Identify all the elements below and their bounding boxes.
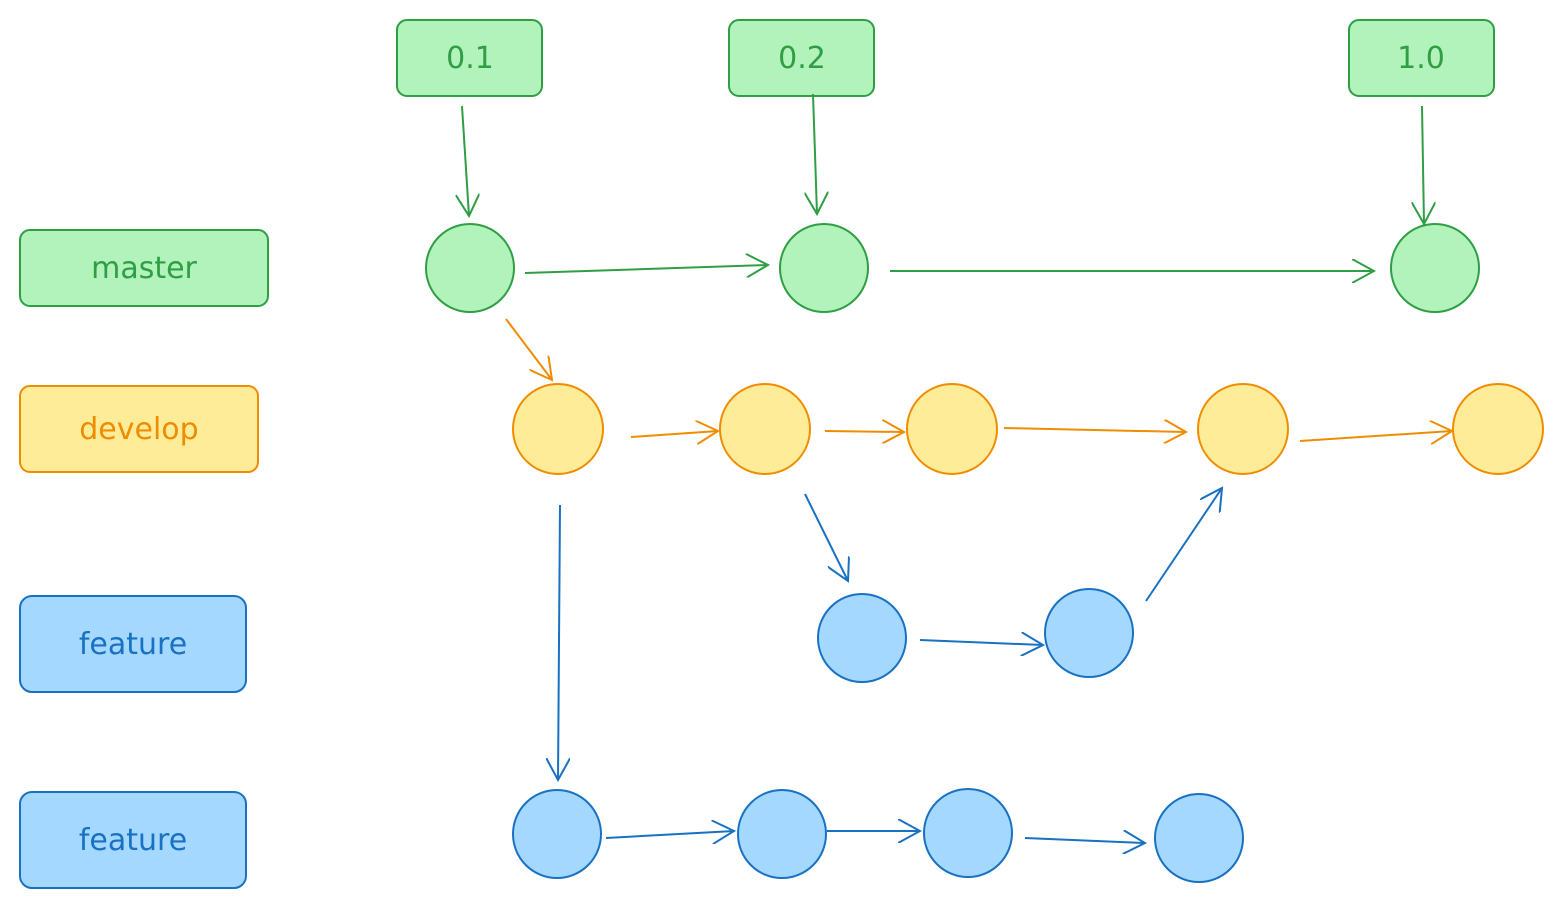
feature-1-merge-edge [1145,488,1222,602]
develop-commit-3 [906,383,998,475]
master-commit-2 [779,223,869,313]
develop-commit-2 [719,383,811,475]
feature-1-commit-1 [817,593,907,683]
feature-1-edge-1 [919,640,1043,645]
feature-2-commit-1 [512,789,602,879]
tag-1-0-text: 1.0 [1397,41,1445,76]
feature-2-edge-3 [1024,838,1145,843]
branch-label-master: master [19,229,269,307]
feature-2-commit-3 [923,788,1013,878]
feature-1-commit-2 [1044,588,1134,678]
branch-label-feature-2-text: feature [79,823,187,858]
feature-2-commit-4 [1154,793,1244,883]
develop-to-feature-2-edge [558,504,560,780]
tag-1-0: 1.0 [1348,19,1495,97]
feature-2-edge-1 [605,831,734,838]
develop-commit-4 [1197,383,1289,475]
develop-commit-1 [512,383,604,475]
develop-to-feature-1-edge [804,493,848,581]
master-edge-1 [524,265,768,273]
tag-0-2-text: 0.2 [778,41,826,76]
develop-commit-5 [1452,383,1544,475]
branch-label-feature-2: feature [19,791,247,889]
master-commit-3 [1390,223,1480,313]
develop-edge-4 [1299,431,1452,441]
tag-0-2-arrow [813,93,817,214]
branch-label-develop-text: develop [79,412,198,447]
tag-1-0-arrow [1422,105,1424,224]
develop-edge-1 [630,431,718,437]
branch-label-feature-1: feature [19,595,247,693]
tag-0-1: 0.1 [396,19,543,97]
master-commit-1 [425,223,515,313]
branch-label-master-text: master [91,251,197,286]
develop-edge-2 [824,431,904,432]
branch-label-feature-1-text: feature [79,627,187,662]
tag-0-1-arrow [462,105,469,216]
tag-0-2: 0.2 [728,19,875,97]
master-to-develop-edge [505,318,552,380]
develop-edge-3 [1003,428,1186,432]
tag-0-1-text: 0.1 [446,41,494,76]
feature-2-commit-2 [737,789,827,879]
branch-label-develop: develop [19,385,259,473]
